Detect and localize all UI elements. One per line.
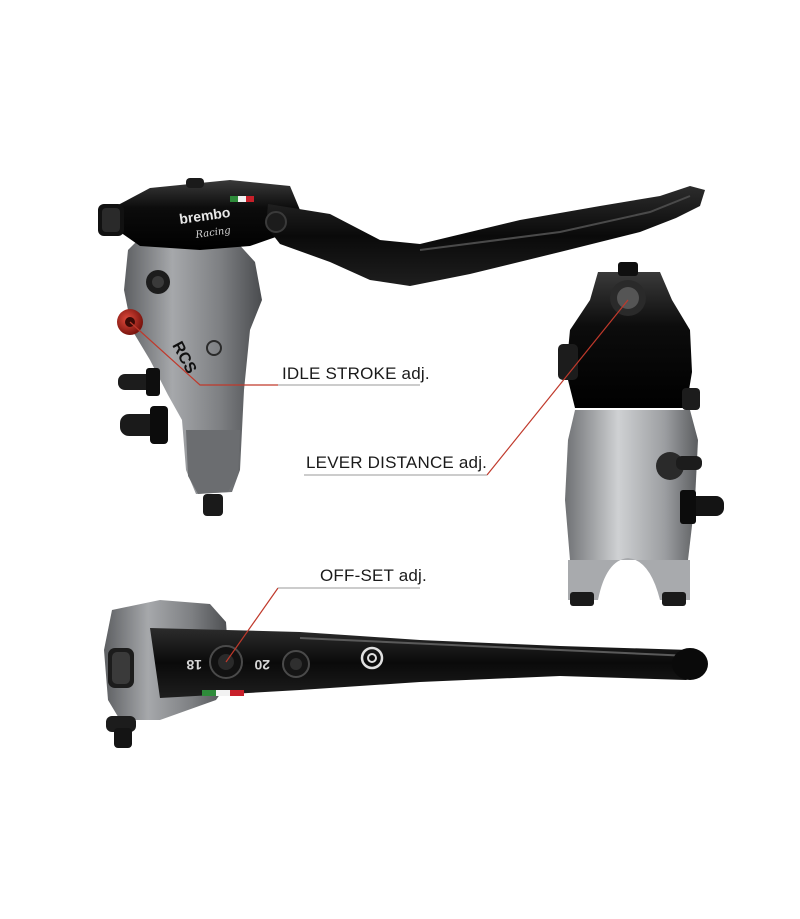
brand-logo-top: brembo: [178, 204, 231, 227]
callout-lever-distance: LEVER DISTANCE adj.: [306, 453, 488, 472]
master-cylinder-side-view: brembo Racing RCS: [98, 178, 705, 516]
callout-lines: [129, 299, 629, 663]
callout-offset: OFF-SET adj.: [320, 566, 427, 585]
scale-mark-left: 18: [186, 657, 202, 673]
master-cylinder-front-view: [558, 262, 724, 616]
master-cylinder-top-view: 18 20: [104, 600, 708, 748]
brand-script-top: Racing: [194, 225, 232, 241]
scale-mark-right: 20: [254, 657, 270, 673]
callout-idle-stroke: IDLE STROKE adj.: [282, 364, 430, 383]
